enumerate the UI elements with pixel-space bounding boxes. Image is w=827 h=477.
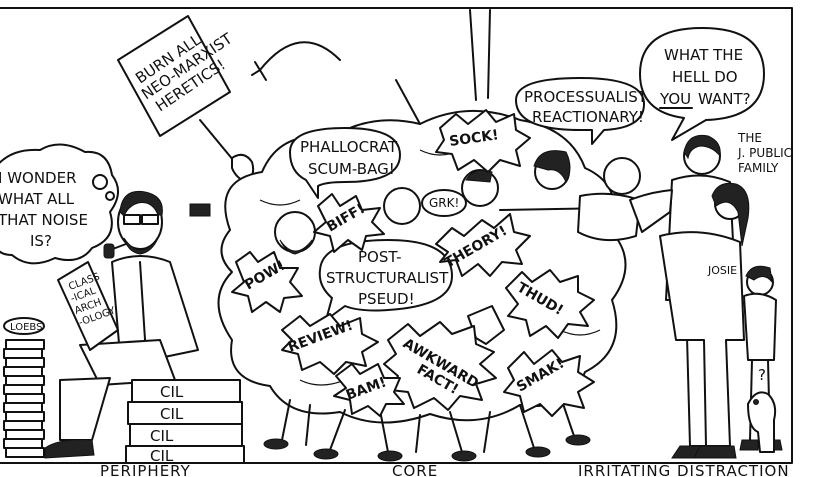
- post-line-1: POST-: [358, 248, 402, 266]
- loeb-volume: [5, 375, 45, 386]
- sfx-review: REVIEW!: [281, 313, 379, 375]
- sock-text: SOCK!: [448, 127, 499, 150]
- sfx-smak: SMAK!: [503, 349, 595, 417]
- speech-processualist: PROCESSUALIST REACTIONARY!: [515, 77, 648, 145]
- loebs-stack: LOEBS: [3, 317, 45, 458]
- brawler-legs: [263, 394, 591, 462]
- cil-label-2: CIL: [160, 405, 184, 423]
- loeb-volume: [5, 447, 45, 458]
- grk-text: GRK!: [429, 196, 459, 210]
- loeb-volume: [5, 339, 45, 350]
- classical-archaeology-book: CLASS -ICAL ARCH -OLOGY: [57, 261, 119, 351]
- loeb-books: [3, 339, 45, 458]
- post-line-3: PSEUD!: [358, 290, 415, 308]
- family-label-line-1: THE: [737, 131, 762, 145]
- cil-book-2: [127, 401, 243, 425]
- thought-bubble: I WONDER WHAT ALL THAT NOISE IS?: [0, 143, 119, 265]
- josie-shirt-text: JOSIE: [707, 264, 737, 277]
- whatthehell-line-1: WHAT THE: [664, 46, 743, 64]
- family-mother: [659, 182, 750, 459]
- cil-book-4: [125, 445, 245, 464]
- speech-what-the-hell: WHAT THE HELL DO YOU WANT?: [639, 27, 765, 141]
- family-label-line-3: FAMILY: [738, 161, 779, 175]
- thought-line-1: I WONDER: [0, 169, 77, 187]
- loeb-volume: [3, 438, 43, 449]
- sfx-pow: POW!: [231, 251, 303, 313]
- whatthehell-line-2: HELL DO: [672, 68, 738, 86]
- thought-line-4: IS?: [30, 232, 52, 250]
- speech-phallocrat: PHALLOCRAT SCUM-BAG!: [289, 127, 401, 199]
- loeb-volume: [5, 411, 45, 422]
- phallocrat-line-2: SCUM-BAG!: [308, 160, 395, 178]
- phallocrat-line-1: PHALLOCRAT: [300, 138, 398, 156]
- family-label-line-2: J. PUBLIC: [737, 146, 792, 160]
- cil-book-3: [129, 423, 243, 447]
- processualist-line-2: REACTIONARY!: [532, 108, 644, 126]
- sfx-awkward-fact: AWKWARD FACT!: [383, 321, 497, 411]
- loeb-volume: [3, 348, 43, 359]
- speech-post-structuralist: POST- STRUCTURALIST PSEUD!: [318, 239, 453, 321]
- sfx-theory: THEORY!: [435, 213, 531, 277]
- scholar-figure: [44, 190, 199, 459]
- sfx-sock: SOCK!: [435, 109, 531, 173]
- cil-stack: CIL CIL CIL CIL: [125, 379, 245, 465]
- cil-book-1: [131, 379, 241, 403]
- caption-core: CORE: [392, 462, 438, 477]
- loebs-label: LOEBS: [10, 322, 42, 333]
- picket-sign: BURN ALL NEO-MARXIST HERETICS!: [117, 15, 255, 183]
- whatthehell-you: YOU: [659, 90, 691, 108]
- teeth-object: [189, 203, 211, 217]
- loeb-volume: [5, 357, 45, 368]
- caption-periphery: PERIPHERY: [100, 462, 191, 477]
- family-label: THE J. PUBLIC FAMILY: [737, 131, 792, 175]
- brawler-heads: [274, 150, 641, 255]
- family-dog: ?: [747, 366, 777, 453]
- loeb-volume: [5, 393, 45, 404]
- panel-border: [0, 7, 793, 464]
- flying-objects: [189, 9, 505, 345]
- loeb-volume: [3, 402, 43, 413]
- loeb-volume: [5, 429, 45, 440]
- sfx-bam: BAM!: [333, 363, 405, 417]
- question-mark: ?: [758, 366, 766, 384]
- caption-irritating-distraction: IRRITATING DISTRACTION: [578, 462, 790, 477]
- sfx-thud: THUD!: [505, 269, 595, 339]
- loeb-volume: [3, 420, 43, 431]
- sfx-biff: BIFF!: [313, 193, 385, 253]
- speech-grk: GRK!: [421, 189, 467, 217]
- whatthehell-line-3: WANT?: [698, 90, 751, 108]
- loeb-volume: [3, 366, 43, 377]
- cil-label-1: CIL: [160, 383, 184, 401]
- processualist-line-1: PROCESSUALIST: [524, 88, 648, 106]
- thought-line-3: THAT NOISE: [0, 211, 88, 229]
- thought-line-2: WHAT ALL: [0, 190, 75, 208]
- post-line-2: STRUCTURALIST: [326, 269, 449, 287]
- loeb-volume: [3, 384, 43, 395]
- cil-label-3: CIL: [150, 427, 174, 445]
- cil-label-4: CIL: [150, 447, 174, 465]
